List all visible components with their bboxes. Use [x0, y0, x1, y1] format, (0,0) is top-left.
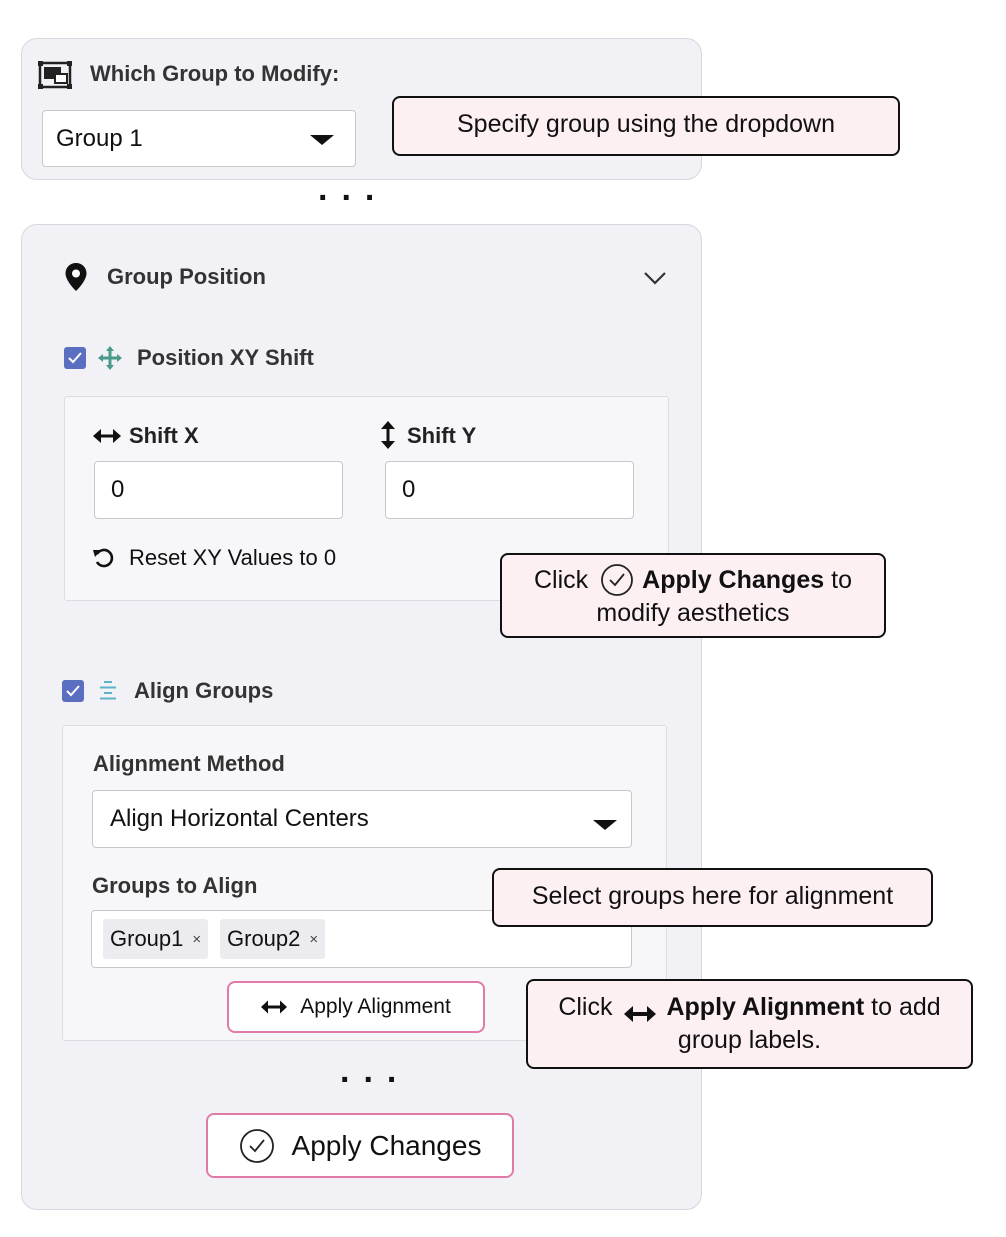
shift-x-value: 0	[111, 476, 125, 503]
remove-tag-icon[interactable]: ×	[309, 930, 319, 948]
dropdown-callout: Specify group using the dropdown	[392, 96, 900, 156]
apply-alignment-callout-pre: Click	[558, 993, 613, 1021]
group-tag-label: Group2	[227, 926, 301, 951]
group-tag-label: Group1	[110, 926, 184, 951]
apply-changes-button[interactable]: Apply Changes	[206, 1113, 514, 1178]
shift-x-label: Shift X	[129, 423, 199, 448]
horizontal-arrows-icon	[93, 428, 121, 449]
check-circle-icon	[239, 1128, 275, 1164]
checkmark-icon	[66, 685, 80, 697]
xy-shift-title: Position XY Shift	[137, 345, 314, 370]
collapse-chevron-icon[interactable]	[643, 270, 667, 291]
alignment-method-value: Align Horizontal Centers	[110, 805, 369, 832]
remove-tag-icon[interactable]: ×	[192, 930, 202, 948]
group-tag: Group2 ×	[220, 919, 326, 959]
ellipsis-top: ...	[318, 170, 389, 208]
group-position-title: Group Position	[107, 264, 266, 289]
apply-changes-callout: Click Apply Changes to modify aesthetics	[500, 553, 886, 638]
alignment-method-label: Alignment Method	[93, 751, 285, 776]
shift-y-value: 0	[402, 476, 416, 503]
map-pin-icon	[64, 262, 88, 297]
chevron-down-icon	[593, 820, 617, 830]
groups-select-callout: Select groups here for alignment	[492, 868, 933, 927]
reset-xy-link[interactable]: Reset XY Values to 0	[92, 545, 336, 571]
apply-alignment-callout-line2: group labels.	[677, 1026, 822, 1054]
shift-y-input[interactable]: 0	[385, 461, 634, 519]
check-circle-icon	[600, 563, 634, 597]
group-tag: Group1 ×	[103, 919, 209, 959]
move-arrows-icon	[98, 346, 122, 375]
apply-alignment-callout-bold: Apply Alignment	[666, 993, 865, 1021]
apply-changes-callout-pre: Click	[533, 565, 589, 594]
vertical-arrows-icon	[380, 421, 396, 454]
shift-x-input[interactable]: 0	[94, 461, 343, 519]
dropdown-callout-text: Specify group using the dropdown	[456, 110, 836, 138]
ellipsis-bottom: ...	[340, 1052, 411, 1090]
align-center-icon	[97, 679, 119, 706]
apply-changes-callout-post: to	[831, 565, 852, 594]
group-select-value: Group 1	[56, 124, 143, 152]
apply-changes-callout-bold: Apply Changes	[642, 565, 825, 594]
apply-alignment-button[interactable]: Apply Alignment	[227, 981, 485, 1033]
checkmark-icon	[68, 352, 82, 364]
apply-changes-label: Apply Changes	[291, 1129, 482, 1161]
align-groups-checkbox[interactable]	[62, 680, 84, 702]
apply-alignment-label: Apply Alignment	[300, 995, 451, 1018]
groups-select-callout-text: Select groups here for alignment	[531, 882, 894, 910]
apply-alignment-callout-post: to add	[871, 993, 941, 1021]
reset-icon	[92, 546, 116, 570]
apply-alignment-callout: Click Apply Alignment to add group label…	[526, 979, 973, 1069]
group-selector-title: Which Group to Modify:	[90, 61, 340, 86]
groups-to-align-label: Groups to Align	[92, 873, 258, 898]
group-select-icon	[38, 61, 72, 94]
align-groups-title: Align Groups	[134, 678, 274, 703]
horizontal-arrows-icon	[624, 999, 657, 1022]
alignment-method-select[interactable]: Align Horizontal Centers	[92, 790, 632, 848]
shift-y-label: Shift Y	[407, 423, 477, 448]
horizontal-arrows-icon	[261, 999, 288, 1015]
apply-changes-callout-line2: modify aesthetics	[596, 599, 790, 627]
chevron-down-icon	[310, 135, 334, 145]
xy-shift-checkbox[interactable]	[64, 347, 86, 369]
group-select[interactable]: Group 1	[42, 110, 356, 167]
reset-xy-label: Reset XY Values to 0	[129, 545, 337, 570]
